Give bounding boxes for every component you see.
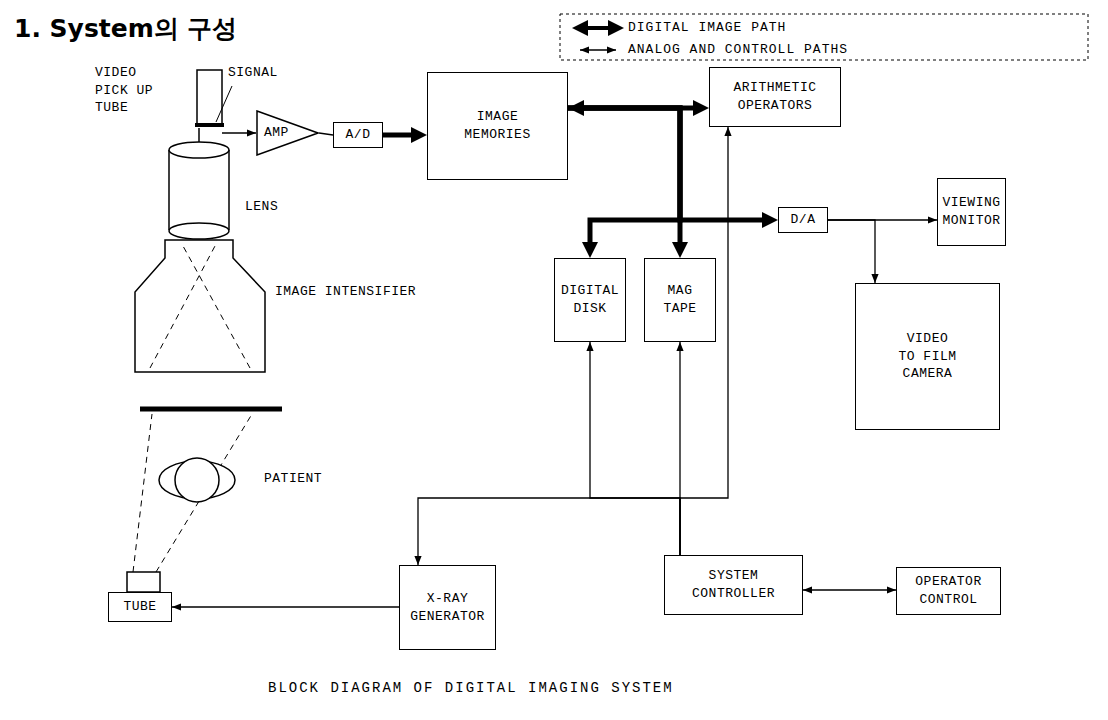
leader-line bbox=[216, 86, 232, 122]
process-box: IMAGE MEMORIES bbox=[427, 72, 568, 180]
node-text: SYSTEM CONTROLLER bbox=[668, 567, 799, 602]
process-box: A/D bbox=[333, 122, 383, 148]
page-title: 1. System의 구성 bbox=[14, 12, 237, 45]
node-text: D/A bbox=[791, 211, 816, 229]
pickup-target bbox=[195, 123, 224, 127]
node-text: MAG TAPE bbox=[648, 282, 712, 317]
digital-path bbox=[568, 108, 680, 250]
diagram-caption: BLOCK DIAGRAM OF DIGITAL IMAGING SYSTEM bbox=[0, 680, 1108, 696]
input-screen bbox=[140, 407, 282, 412]
digital-path bbox=[383, 133, 419, 138]
control-path bbox=[418, 498, 680, 565]
part-label: VIDEO PICK UP TUBE bbox=[95, 64, 159, 117]
patient-symbol bbox=[159, 458, 235, 502]
process-box: DIGITAL DISK bbox=[554, 258, 626, 342]
tube-housing bbox=[127, 572, 160, 592]
process-box: ARITHMETIC OPERATORS bbox=[709, 67, 841, 127]
node-text: IMAGE MEMORIES bbox=[463, 108, 533, 143]
lens-symbol bbox=[169, 128, 229, 239]
legend-frame bbox=[560, 14, 1088, 60]
amplifier-triangle: AMP bbox=[256, 110, 319, 156]
part-label: LENS bbox=[245, 198, 278, 216]
part-label: PATIENT bbox=[264, 470, 322, 488]
digital-path bbox=[568, 108, 680, 250]
process-box: X-RAY GENERATOR bbox=[399, 565, 496, 650]
process-box: SYSTEM CONTROLLER bbox=[664, 555, 803, 615]
control-path bbox=[803, 589, 896, 590]
process-box: TUBE bbox=[108, 592, 172, 622]
node-text: X-RAY GENERATOR bbox=[403, 590, 492, 625]
control-path bbox=[172, 606, 399, 607]
process-box: D/A bbox=[778, 207, 828, 233]
legend-text: ANALOG AND CONTROLL PATHS bbox=[628, 42, 848, 57]
process-box: MAG TAPE bbox=[644, 258, 716, 342]
node-text: TUBE bbox=[123, 598, 156, 616]
signal-wire bbox=[222, 132, 256, 133]
part-label: SIGNAL bbox=[228, 64, 278, 82]
node-text: ARITHMETIC OPERATORS bbox=[713, 79, 837, 114]
node-text: OPERATOR CONTROL bbox=[900, 573, 997, 608]
x-ray-beam bbox=[133, 414, 252, 572]
image-intensifier bbox=[135, 240, 265, 372]
node-text: VIEWING MONITOR bbox=[941, 194, 1002, 229]
process-box: VIEWING MONITOR bbox=[937, 178, 1006, 246]
node-text: A/D bbox=[346, 126, 371, 144]
node-text: VIDEO TO FILM CAMERA bbox=[898, 330, 958, 383]
control-path bbox=[828, 220, 875, 283]
part-label: IMAGE INTENSIFIER bbox=[275, 283, 416, 301]
node-text: AMP bbox=[264, 124, 289, 142]
node-text: DIGITAL DISK bbox=[558, 282, 622, 317]
legend-sample bbox=[580, 49, 616, 50]
control-path bbox=[319, 133, 333, 135]
control-path bbox=[590, 342, 680, 555]
amplifier-triangle-shape bbox=[257, 111, 318, 155]
legend-text: DIGITAL IMAGE PATH bbox=[628, 20, 786, 35]
process-box: OPERATOR CONTROL bbox=[896, 567, 1001, 615]
process-box: VIDEO TO FILM CAMERA bbox=[855, 283, 1000, 430]
legend-sample bbox=[580, 26, 616, 30]
